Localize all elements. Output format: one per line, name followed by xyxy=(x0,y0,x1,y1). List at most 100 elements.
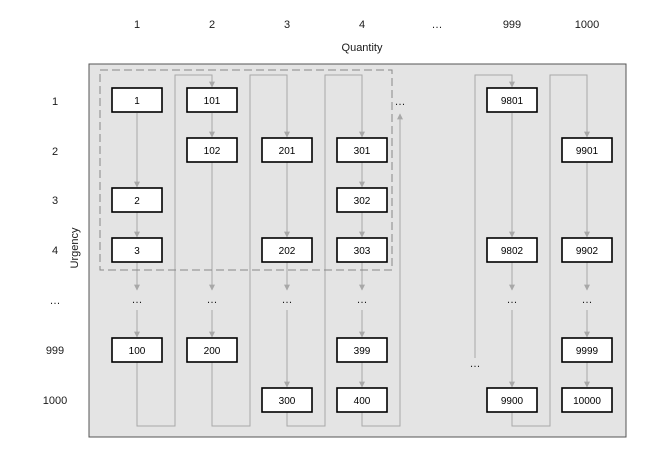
order-node: 303 xyxy=(336,237,388,263)
order-node-box xyxy=(336,337,388,363)
arrow xyxy=(361,113,403,427)
ellipsis-cell: … xyxy=(582,294,593,306)
traversal-arrows xyxy=(134,74,590,427)
arrow xyxy=(211,74,290,427)
order-node: 399 xyxy=(336,337,388,363)
column-label: 1000 xyxy=(575,19,599,31)
ellipsis-cells: … … … … … … xyxy=(132,294,593,306)
order-node: 102 xyxy=(186,137,238,163)
row-labels: 1 2 3 4 … 999 1000 xyxy=(43,96,67,407)
order-node-label: 9801 xyxy=(501,96,524,107)
order-node-box xyxy=(336,137,388,163)
order-node: 2 xyxy=(111,187,163,213)
order-node-label: 300 xyxy=(279,396,296,407)
order-node-box xyxy=(186,87,238,113)
row-label: 2 xyxy=(52,146,58,158)
order-node: 201 xyxy=(261,137,313,163)
order-node-label: 400 xyxy=(354,396,371,407)
order-node-label: 9999 xyxy=(576,346,599,357)
order-node: 100 xyxy=(111,337,163,363)
column-labels: 1 2 3 4 … 999 1000 xyxy=(134,19,599,31)
order-node: 300 xyxy=(261,387,313,413)
order-node-box xyxy=(561,337,613,363)
y-axis-title: Urgency xyxy=(69,227,81,268)
order-node-box xyxy=(261,237,313,263)
order-node-box xyxy=(486,237,538,263)
order-node-label: 9802 xyxy=(501,246,524,257)
order-node-box xyxy=(561,137,613,163)
order-node: 9802 xyxy=(486,237,538,263)
continuation-ellipsis-top: … xyxy=(395,96,406,108)
order-node-box xyxy=(111,237,163,263)
row-label: 1 xyxy=(52,96,58,108)
order-node-label: 1 xyxy=(134,96,140,107)
order-node-label: 10000 xyxy=(573,396,601,407)
order-node-label: 100 xyxy=(129,346,146,357)
order-node: 10000 xyxy=(561,387,613,413)
order-node: 1 xyxy=(111,87,163,113)
order-node: 9901 xyxy=(561,137,613,163)
column-label: 2 xyxy=(209,19,215,31)
order-node-box xyxy=(261,387,313,413)
ellipsis-cell: … xyxy=(282,294,293,306)
order-node-box xyxy=(561,237,613,263)
order-node-box xyxy=(111,337,163,363)
order-node-box xyxy=(336,187,388,213)
order-node: 202 xyxy=(261,237,313,263)
order-node-label: 9902 xyxy=(576,246,599,257)
row-label: 1000 xyxy=(43,395,67,407)
row-label: … xyxy=(50,295,61,307)
order-node-box xyxy=(336,237,388,263)
order-node: 101 xyxy=(186,87,238,113)
order-node: 3 xyxy=(111,237,163,263)
arrow xyxy=(511,74,590,427)
order-node: 9900 xyxy=(486,387,538,413)
order-node: 301 xyxy=(336,137,388,163)
ellipsis-cell: … xyxy=(357,294,368,306)
order-node-label: 202 xyxy=(279,246,296,257)
order-node: 200 xyxy=(186,337,238,363)
order-node-label: 9900 xyxy=(501,396,524,407)
ellipsis-cell: … xyxy=(507,294,518,306)
order-node-label: 200 xyxy=(204,346,221,357)
dashed-highlight-region xyxy=(99,69,393,271)
order-node-label: 201 xyxy=(279,146,296,157)
continuation-ellipsis-bottom: … xyxy=(470,358,481,370)
order-node: 9801 xyxy=(486,87,538,113)
order-node-box xyxy=(111,187,163,213)
order-node-label: 301 xyxy=(354,146,371,157)
order-node-box xyxy=(186,337,238,363)
column-label: 1 xyxy=(134,19,140,31)
column-label: 3 xyxy=(284,19,290,31)
order-node-label: 302 xyxy=(354,196,371,207)
column-label: 4 xyxy=(359,19,365,31)
column-label: … xyxy=(432,19,443,31)
order-node-box xyxy=(336,387,388,413)
arrow xyxy=(136,74,215,427)
order-node-label: 303 xyxy=(354,246,371,257)
row-label: 4 xyxy=(52,245,58,257)
arrow xyxy=(286,74,365,427)
arrow xyxy=(474,74,515,358)
order-node-box xyxy=(111,87,163,113)
order-node: 9902 xyxy=(561,237,613,263)
order-nodes: 1 2 3 100 101 102 200 201 202 300 301 302 303 399 400 9… xyxy=(111,87,613,413)
ellipsis-cell: … xyxy=(207,294,218,306)
order-node-box xyxy=(561,387,613,413)
order-node: 302 xyxy=(336,187,388,213)
x-axis-title: Quantity xyxy=(342,42,383,54)
ellipsis-cell: … xyxy=(132,294,143,306)
column-label: 999 xyxy=(503,19,521,31)
order-node-label: 9901 xyxy=(576,146,599,157)
order-node-box xyxy=(261,137,313,163)
order-node: 400 xyxy=(336,387,388,413)
order-node: 9999 xyxy=(561,337,613,363)
order-node-label: 101 xyxy=(204,96,221,107)
order-node-label: 102 xyxy=(204,146,221,157)
order-node-box xyxy=(186,137,238,163)
order-node-label: 399 xyxy=(354,346,371,357)
row-label: 999 xyxy=(46,345,64,357)
order-node-box xyxy=(486,87,538,113)
